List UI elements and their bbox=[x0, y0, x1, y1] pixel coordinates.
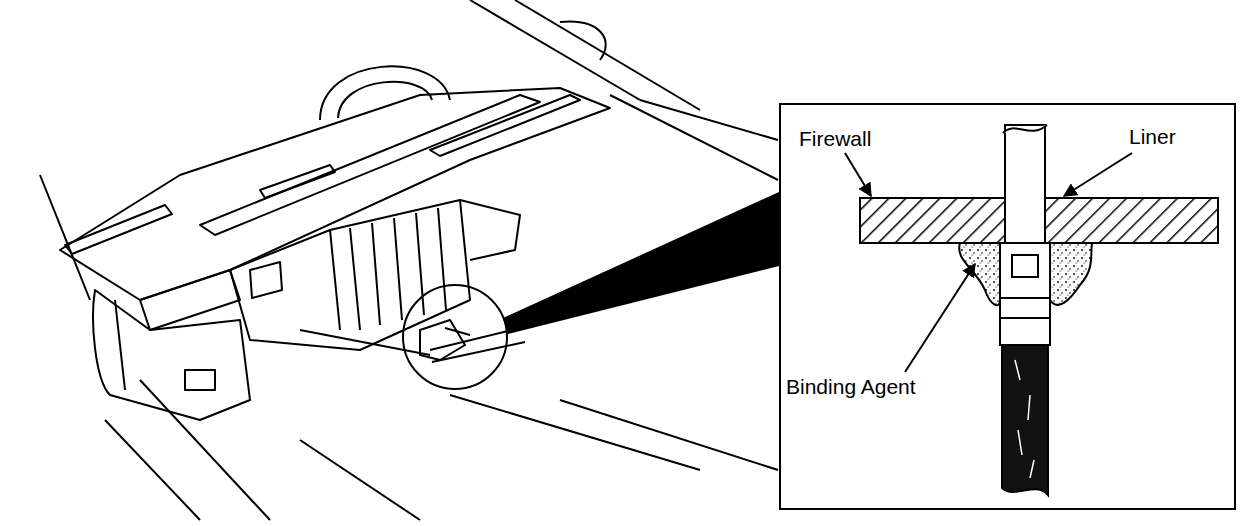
engine-bay-drawing bbox=[40, 0, 778, 520]
hex-fitting bbox=[1000, 243, 1050, 298]
callout-wedge bbox=[503, 192, 779, 334]
part-label: Liner bbox=[1127, 125, 1178, 149]
inset-detail bbox=[845, 125, 1218, 495]
cable bbox=[1002, 345, 1048, 495]
part-label: Firewall bbox=[797, 127, 873, 151]
detail-frame: Firewall LinerBinding Agent bbox=[779, 103, 1236, 510]
leader-line bbox=[1064, 153, 1132, 196]
binding-agent-blob bbox=[959, 243, 1092, 305]
part-label: Binding Agent bbox=[784, 375, 918, 399]
leader-line bbox=[905, 264, 975, 372]
leader-line bbox=[845, 153, 871, 196]
liner-rod bbox=[1005, 125, 1045, 243]
